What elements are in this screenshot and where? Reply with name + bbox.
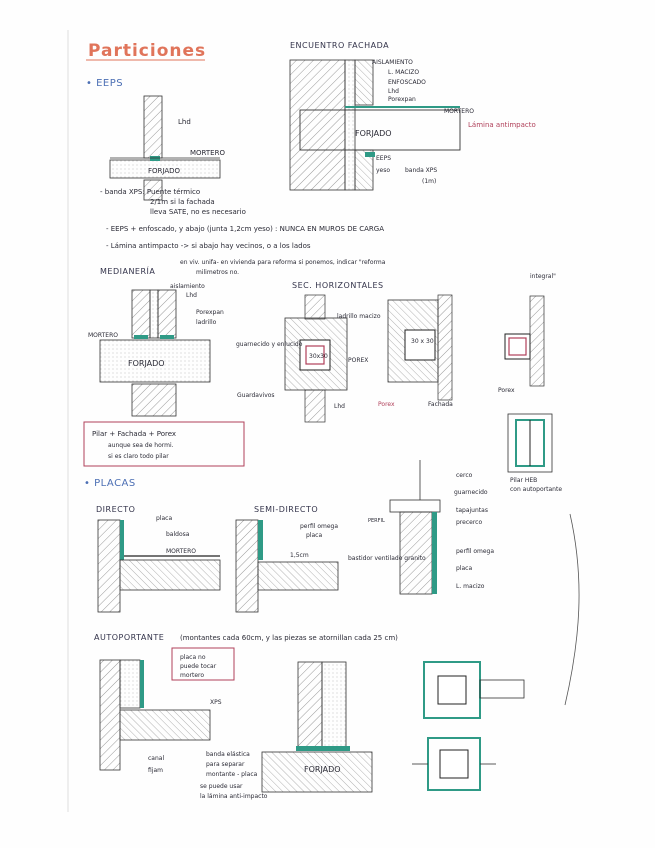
sec-horizontal-2 [387, 294, 453, 401]
sec-label-2: guarnecido y enlucido [236, 341, 303, 348]
enc-label-12: (1m) [422, 178, 436, 185]
callout-line-2: aunque sea de hormi. [108, 442, 174, 449]
ventana-label-6: placa [456, 565, 472, 572]
semi-label-2: placa [306, 532, 322, 539]
pilar-heb-label: Pilar HEB [510, 477, 537, 484]
enc-label-11: banda XPS [405, 167, 437, 174]
note-reforma: en viv. unifa- en vivienda para reforma … [180, 259, 386, 266]
box-line-2: puede tocar [180, 663, 217, 670]
callout-line-3: si es claro todo pilar [108, 453, 169, 460]
box-line-3: mortero [180, 672, 204, 679]
eeps-detail [109, 95, 221, 201]
autoportante-heading: AUTOPORTANTE [94, 633, 164, 642]
pilar-autoportante-2 [412, 737, 496, 791]
ventana-label-9: bastidor ventilado granito [348, 555, 426, 562]
ventana-label-2: guarnecido [454, 489, 488, 496]
eeps-forjado-label: FORJADO [148, 167, 181, 175]
sec-horizontal-3 [504, 295, 545, 387]
med-porexpan: Porexpan [196, 309, 224, 316]
sec-label-4: POREX [348, 357, 368, 364]
enc-label-4: Lhd [388, 88, 399, 95]
auto-label-8: la lámina anti-impacto [200, 793, 268, 800]
directo-label-1: placa [156, 515, 172, 522]
enc-label-8: FORJADO [355, 129, 392, 138]
sec-label-8: Porex [378, 401, 395, 408]
autoportante-detail-1 [99, 659, 211, 771]
enc-label-2: L. MACIZO [388, 69, 419, 76]
med-forjado: FORJADO [128, 359, 165, 368]
semi-label-1: perfil omega [300, 523, 338, 530]
note-eeps: - EEPS + enfoscado, y abajo (junta 1,2cm… [106, 225, 384, 233]
eeps-bullet: • EEPS [86, 78, 123, 89]
pilar-autoportante-1 [423, 661, 525, 719]
med-aislamiento: aislamiento [170, 283, 205, 290]
eeps-note-1: - banda XPS: Puente térmico [100, 188, 200, 196]
enc-label-1: AISLAMIENTO [372, 59, 413, 66]
sec-label-9: Fachada [428, 401, 453, 408]
eeps-lhd-label: Lhd [178, 118, 191, 126]
autoportante-note-box [171, 647, 235, 681]
note-lamina: - Lámina antimpacto -> si abajo hay veci… [106, 242, 311, 250]
enc-label-3: ENFOSCADO [388, 79, 426, 86]
auto-label-9: FORJADO [304, 765, 341, 774]
auto-label-1: XPS [210, 699, 222, 706]
medianeria-detail [99, 289, 211, 417]
medianeria-heading: MEDIANERÍA [100, 265, 155, 276]
box-line-1: placa no [180, 654, 206, 661]
ventana-label-5: perfil omega [456, 548, 494, 555]
auto-label-4: banda elástica [206, 751, 250, 758]
ventana-label-1: cerco [456, 472, 473, 479]
sec-label-1: ladrillo macizo [337, 313, 381, 320]
directo-label-2: baldosa [166, 531, 190, 538]
callout-box [83, 421, 245, 467]
semidirecto-heading: SEMI-DIRECTO [254, 505, 318, 514]
autoportante-note: (montantes cada 60cm, y las piezas se at… [180, 634, 398, 642]
enc-label-9: EEPS [376, 155, 391, 162]
eeps-mortero-label: MORTERO [190, 149, 225, 157]
enc-label-10: yeso [376, 167, 390, 174]
med-ladrillo: ladrillo [196, 319, 217, 326]
sec-label-6: Lhd [334, 403, 345, 410]
ventana-label-8: PERFIL [368, 518, 385, 524]
directo-label-3: MORTERO [166, 548, 196, 555]
auto-label-2: canal [148, 755, 164, 762]
eeps-note-3: lleva SATE, no es necesario [150, 208, 246, 216]
sec-label-3: 30x30 [309, 353, 328, 360]
placas-bullet: • PLACAS [84, 478, 136, 489]
directo-detail [97, 519, 221, 613]
semi-label-3: 1,5cm [290, 552, 309, 559]
sec-horizontal-1 [284, 294, 348, 423]
sec-label-5: Guardavivos [237, 392, 275, 399]
auto-label-6: montante - placa [206, 771, 258, 778]
ventana-label-3: tapajuntas [456, 507, 488, 514]
autoportante-detail-2 [261, 661, 373, 793]
auto-label-7: se puede usar [200, 783, 243, 790]
pilar-heb-sub: con autoportante [510, 486, 562, 493]
auto-label-5: para separar [206, 761, 245, 768]
ventana-detail [389, 460, 441, 595]
auto-label-3: fijam [148, 767, 163, 774]
sec-label-10: Porex [498, 387, 515, 394]
ventana-label-4: precerco [456, 519, 482, 526]
flow-arrow [564, 513, 580, 706]
page-title: Particiones [88, 41, 206, 61]
sec-label-7: 30 x 30 [411, 338, 434, 345]
eeps-note-2: 2/1m si la fachada [150, 198, 215, 206]
med-mortero: MORTERO [88, 332, 118, 339]
pilar-heb-detail [507, 413, 553, 473]
note-integral: integral" [530, 273, 556, 280]
directo-heading: DIRECTO [96, 505, 135, 514]
encuentro-detail [289, 59, 461, 191]
ventana-label-7: L. macizo [456, 583, 485, 590]
enc-label-7: Lámina antimpacto [468, 121, 536, 129]
encuentro-heading: ENCUENTRO FACHADA [290, 41, 389, 50]
med-lhd: Lhd [186, 292, 197, 299]
note-milimetros: milimetros no. [196, 269, 239, 276]
semidirecto-detail [235, 519, 339, 613]
enc-label-6: MORTERO [444, 108, 474, 115]
sec-horizontales-heading: SEC. HORIZONTALES [292, 281, 384, 290]
enc-label-5: Porexpan [388, 96, 416, 103]
callout-line-1: Pilar + Fachada + Porex [92, 430, 176, 438]
